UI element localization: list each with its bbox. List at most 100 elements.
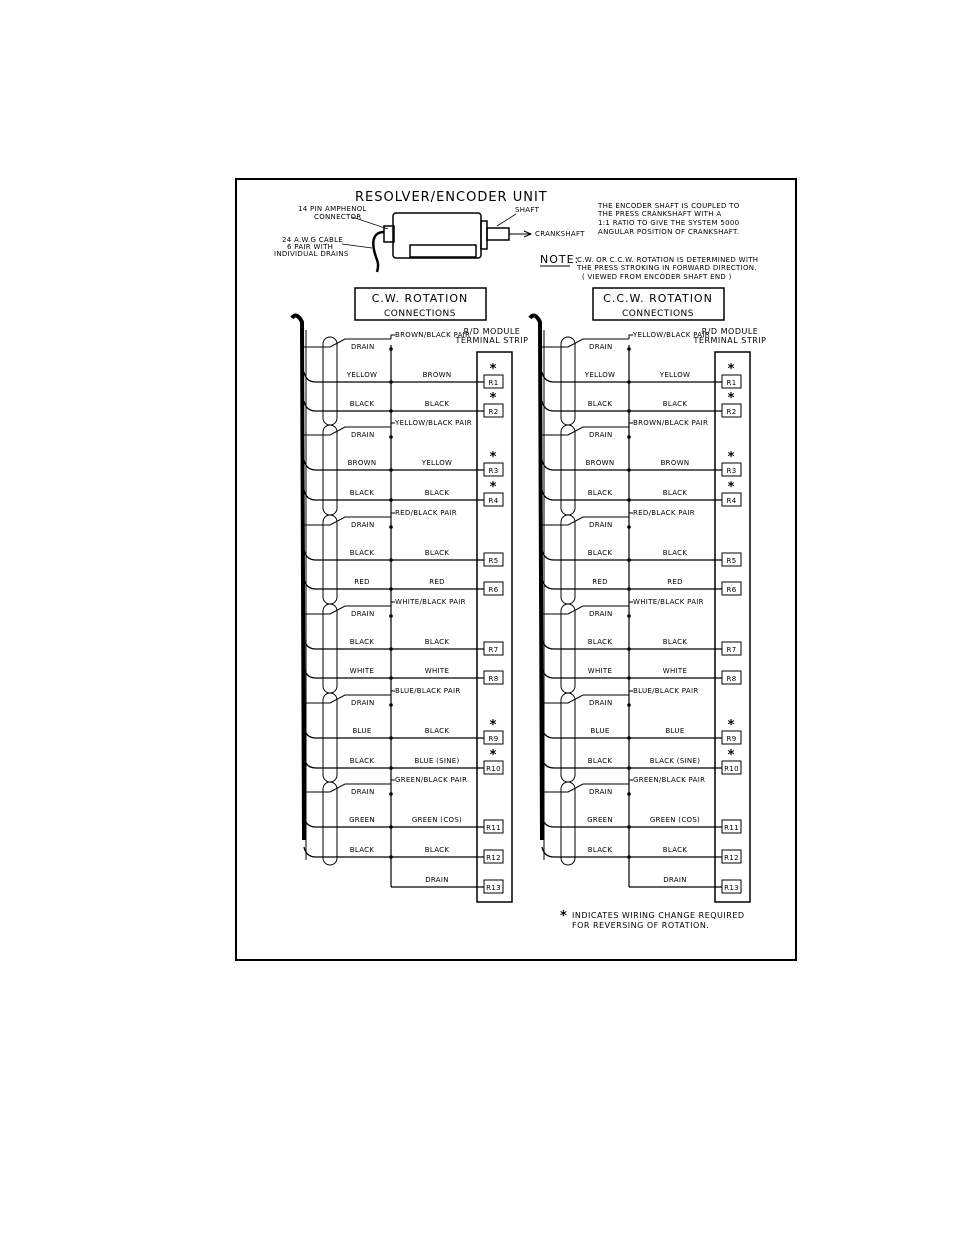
pair-tick-4 — [390, 601, 395, 606]
wire-right-label-12: BLACK — [663, 846, 688, 854]
pair-tick-1 — [628, 334, 633, 339]
terminal-label-5: R5 — [489, 557, 499, 565]
terminal-box-4 — [483, 492, 504, 507]
connector-label-2: CONNECTOR — [314, 213, 362, 221]
pair-tick-6 — [390, 779, 395, 784]
wire-dot-6 — [627, 587, 631, 591]
wire-dot-11 — [389, 825, 393, 829]
drain-wire-2 — [542, 426, 629, 436]
terminal-box-11 — [721, 819, 742, 834]
terminal-box-5 — [483, 552, 504, 567]
title-line-1: C.C.W. ROTATION — [603, 292, 713, 305]
terminal-label-10: R10 — [486, 765, 501, 773]
wire-right-label-8: WHITE — [425, 667, 449, 675]
terminal-box-7 — [721, 641, 742, 656]
wire-dot-12 — [627, 855, 631, 859]
connector-label-1: 14 PIN AMPHENOL — [298, 205, 367, 213]
terminal-box-8 — [721, 670, 742, 685]
pair-label-6: GREEN/BLACK PAIR — [633, 776, 705, 784]
terminal-box-12 — [483, 849, 504, 864]
drain-label-6: DRAIN — [589, 788, 613, 796]
terminal-label-5: R5 — [727, 557, 737, 565]
wire-left-label-2: BLACK — [588, 400, 613, 408]
resolver-encoder-unit: RESOLVER/ENCODER UNIT CRANKSHAFT SHAFT 1… — [274, 190, 585, 273]
wire-right-label-4: BLACK — [425, 489, 450, 497]
wire-3 — [303, 459, 484, 471]
drain-wire-3 — [304, 516, 391, 526]
drain-label-4: DRAIN — [589, 610, 613, 618]
drain-dot-2 — [627, 435, 631, 439]
wire-9 — [541, 727, 722, 739]
change-star-10: * — [490, 748, 497, 763]
wire-6 — [303, 578, 484, 590]
wire-dot-11 — [627, 825, 631, 829]
info-line-4: ANGULAR POSITION OF CRANKSHAFT. — [598, 228, 739, 236]
terminal-box-4 — [721, 492, 742, 507]
wire-3 — [541, 459, 722, 471]
wire-left-label-3: BROWN — [586, 459, 615, 467]
wire-right-label-3: BROWN — [661, 459, 690, 467]
terminal-box-9 — [721, 730, 742, 745]
terminal-label-12: R12 — [486, 854, 501, 862]
terminal-label-13: R13 — [486, 884, 501, 892]
cable-label-3: INDIVIDUAL DRAINS — [274, 250, 349, 258]
drain-wire-6 — [542, 783, 629, 793]
wire-dot-1 — [389, 380, 393, 384]
wire-11 — [541, 816, 722, 828]
terminal-box-1 — [721, 374, 742, 389]
wire-6 — [541, 578, 722, 590]
info-block: THE ENCODER SHAFT IS COUPLED TO THE PRES… — [597, 202, 739, 236]
drain-dot-3 — [389, 525, 393, 529]
terminal-box-13 — [721, 879, 742, 894]
terminal-label-1: R1 — [489, 379, 499, 387]
pair-tick-6 — [628, 779, 633, 784]
pair-label-1: YELLOW/BLACK PAIR — [632, 331, 710, 339]
wire-right-label-10: BLACK (SINE) — [650, 757, 700, 765]
wire-right-label-9: BLUE — [665, 727, 684, 735]
wire-8 — [541, 667, 722, 679]
cable-label-2: 6 PAIR WITH — [287, 243, 333, 251]
drain-wire-4 — [542, 605, 629, 615]
wire-1 — [541, 371, 722, 383]
crankshaft-label: CRANKSHAFT — [535, 230, 585, 238]
pair-label-2: YELLOW/BLACK PAIR — [394, 419, 472, 427]
change-star-4: * — [728, 480, 735, 495]
drain-dot-4 — [389, 614, 393, 618]
pair-shield-1 — [560, 336, 576, 426]
wire-right-label-2: BLACK — [663, 400, 688, 408]
pair-tick-4 — [628, 601, 633, 606]
wire-right-label-3: YELLOW — [421, 459, 452, 467]
pair-label-5: BLUE/BLACK PAIR — [395, 687, 460, 695]
pair-shield-6 — [322, 781, 338, 866]
unit-shaft — [486, 227, 510, 241]
terminal-box-8 — [483, 670, 504, 685]
footnote-line-2: FOR REVERSING OF ROTATION. — [572, 921, 709, 930]
note-line-1: C.W. OR C.C.W. ROTATION IS DETERMINED WI… — [577, 256, 758, 264]
terminal-label-4: R4 — [489, 497, 499, 505]
cable-bundle — [290, 313, 306, 841]
wire-right-label-9: BLACK — [425, 727, 450, 735]
wire-4 — [541, 489, 722, 501]
terminal-box-10 — [721, 760, 742, 775]
wire-right-label-1: YELLOW — [659, 371, 690, 379]
change-star-3: * — [490, 450, 497, 465]
wire-2 — [541, 400, 722, 412]
wire-12 — [541, 846, 722, 858]
terminal-label-9: R9 — [727, 735, 737, 743]
wire-left-label-11: GREEN — [587, 816, 613, 824]
drain-label-3: DRAIN — [351, 521, 375, 529]
wire-9 — [303, 727, 484, 739]
wire-dot-3 — [627, 468, 631, 472]
change-star-3: * — [728, 450, 735, 465]
wire-dot-6 — [389, 587, 393, 591]
terminal-box-5 — [721, 552, 742, 567]
drain-wire-1 — [542, 338, 629, 348]
terminal-box-1 — [483, 374, 504, 389]
drain-dot-3 — [627, 525, 631, 529]
wire-dot-8 — [627, 676, 631, 680]
wire-dot-9 — [627, 736, 631, 740]
drain-wire-5 — [304, 694, 391, 704]
terminal-label-3: R3 — [489, 467, 499, 475]
terminal-label-2: R2 — [727, 408, 737, 416]
